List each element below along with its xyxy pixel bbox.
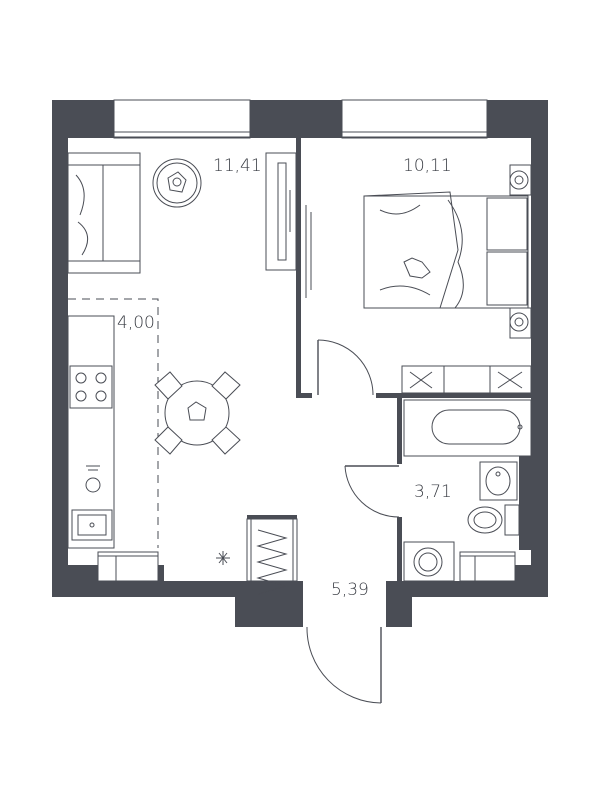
partitions [247,138,531,581]
faucet-icon [85,465,101,493]
sink-icon [71,509,113,541]
wall-entry-right [386,581,412,627]
wall-bottom-left [52,581,235,597]
lamp-icon [216,551,230,565]
bathtub-icon [403,399,532,457]
top-windows [113,99,488,139]
partition-living-bedroom [296,138,301,398]
wall-bottom-right [412,581,548,597]
sofa-icon [67,152,141,274]
wall-kitchen-window-r [158,565,164,581]
wall-top-mid [250,100,342,138]
partition-bedroom-bottom-b [376,393,531,398]
dining-table-icon [164,380,230,446]
bathroom-door-icon [344,465,400,518]
partition-hall-left [247,515,297,519]
bath-shaft [519,456,531,550]
chair-icon [154,371,241,455]
round-table-icon [152,158,202,208]
toilet-icon [467,504,520,536]
area-label-kitchen: 4,00 [117,313,155,333]
partition-bath-left [397,398,402,464]
wall-kitchen-window [68,565,98,581]
tv-unit-icon [265,152,297,271]
washbasin-icon [479,461,518,501]
wall-entry-left [235,581,303,627]
bedroom-door-icon [317,339,374,396]
area-label-hallway: 5,39 [331,580,369,600]
nightstand-lamp-top-icon [509,164,532,196]
partition-bedroom-bottom-a [296,393,312,398]
walls [52,100,548,627]
wall-top-left [52,100,114,138]
partition-bath-left-b [397,517,402,581]
area-label-living: 11,41 [213,156,262,176]
wall-left [52,100,68,597]
area-label-bathroom: 3,71 [414,482,452,502]
entrance-door-icon [306,626,382,704]
washing-machine-icon [403,541,455,582]
nightstand-lamp-bottom-icon [509,307,532,339]
kitchen-counter [67,315,115,549]
bath-window [459,551,516,582]
kitchen-window [97,551,159,582]
wall-right [531,100,548,597]
curtain-icon [305,205,312,298]
area-label-bedroom: 10,11 [403,156,452,176]
double-bed-icon [363,191,529,309]
wall-bath-window-r [515,565,531,581]
bedroom-wardrobe-icon [401,365,532,394]
wardrobe-icon [246,518,298,606]
kitchen-zone [68,298,159,548]
stove-icon [69,365,113,409]
